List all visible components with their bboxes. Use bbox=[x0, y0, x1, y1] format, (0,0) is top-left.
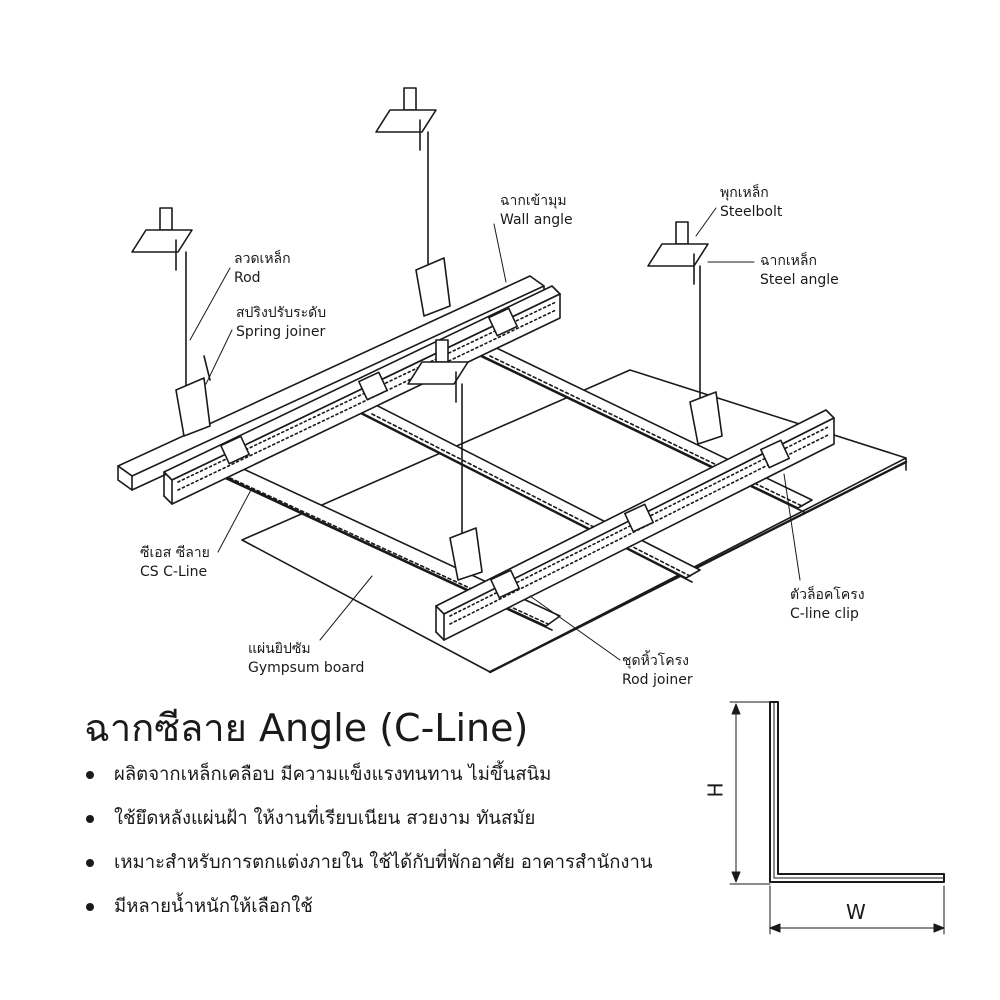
label-rod-joiner: ชุดหิ้วโครง Rod joiner bbox=[622, 652, 693, 690]
feature-item: ใช้ยึดหลังแผ่นฝ้า ให้งานที่เรียบเนียน สว… bbox=[84, 808, 653, 852]
feature-item: ผลิตจากเหล็กเคลือบ มีความแข็งแรงทนทาน ไม… bbox=[84, 764, 653, 808]
cline-clip-4 bbox=[490, 569, 520, 599]
cline-clip-2 bbox=[358, 371, 388, 401]
label-rod-en: Rod bbox=[234, 270, 261, 286]
feature-item: เหมาะสำหรับการตกแต่งภายใน ใช้ได้กับที่พั… bbox=[84, 852, 653, 896]
label-steelbolt: พุกเหล็ก Steelbolt bbox=[720, 184, 782, 222]
hanger-center bbox=[375, 87, 451, 317]
label-wall-angle: ฉากเข้ามุม Wall angle bbox=[500, 192, 573, 230]
label-cs-cline-th: ซีเอส ซีลาย bbox=[140, 545, 210, 561]
feature-item: มีหลายน้ำหนักให้เลือกใช้ bbox=[84, 896, 653, 940]
label-rod-joiner-en: Rod joiner bbox=[622, 672, 693, 688]
label-cline-clip: ตัวล็อคโครง C-line clip bbox=[790, 586, 865, 624]
dimension-height-label: H bbox=[703, 782, 728, 798]
label-gypsum-board-th: แผ่นยิปซัม bbox=[248, 641, 311, 657]
angle-profile-drawing bbox=[729, 701, 945, 935]
label-gypsum-board-en: Gympsum board bbox=[248, 660, 365, 676]
label-steelbolt-en: Steelbolt bbox=[720, 204, 783, 220]
hanger-front bbox=[407, 339, 483, 581]
cline-clip-3 bbox=[488, 307, 518, 337]
label-steel-angle-th: ฉากเหล็ก bbox=[760, 253, 817, 269]
cline-clip-1 bbox=[220, 435, 250, 465]
label-cline-clip-th: ตัวล็อคโครง bbox=[790, 587, 865, 603]
label-steelbolt-th: พุกเหล็ก bbox=[720, 185, 769, 201]
label-steel-angle: ฉากเหล็ก Steel angle bbox=[760, 252, 839, 290]
leader-lines bbox=[189, 207, 801, 661]
label-cs-cline-en: CS C-Line bbox=[140, 564, 208, 580]
product-title: ฉากซีลาย Angle (C-Line) bbox=[84, 706, 529, 750]
label-spring-joiner-th: สปริงปรับระดับ bbox=[236, 305, 327, 321]
hanger-right bbox=[647, 221, 723, 445]
label-rod-joiner-th: ชุดหิ้วโครง bbox=[622, 653, 689, 669]
feature-list: ผลิตจากเหล็กเคลือบ มีความแข็งแรงทนทาน ไม… bbox=[84, 764, 653, 940]
dimension-width-label: W bbox=[846, 900, 866, 924]
label-spring-joiner: สปริงปรับระดับ Spring joiner bbox=[236, 304, 326, 342]
label-rod: ลวดเหล็ก Rod bbox=[234, 250, 291, 288]
hanger-left bbox=[131, 207, 211, 437]
cline-clip-6 bbox=[760, 439, 790, 469]
label-cs-cline: ซีเอส ซีลาย CS C-Line bbox=[140, 544, 210, 582]
label-steel-angle-en: Steel angle bbox=[760, 272, 839, 288]
label-gypsum-board: แผ่นยิปซัม Gympsum board bbox=[248, 640, 364, 678]
label-rod-th: ลวดเหล็ก bbox=[234, 251, 291, 267]
label-wall-angle-en: Wall angle bbox=[500, 212, 573, 228]
label-cline-clip-en: C-line clip bbox=[790, 606, 859, 622]
cline-clip-5 bbox=[624, 503, 654, 533]
label-spring-joiner-en: Spring joiner bbox=[236, 324, 326, 340]
label-wall-angle-th: ฉากเข้ามุม bbox=[500, 193, 567, 209]
